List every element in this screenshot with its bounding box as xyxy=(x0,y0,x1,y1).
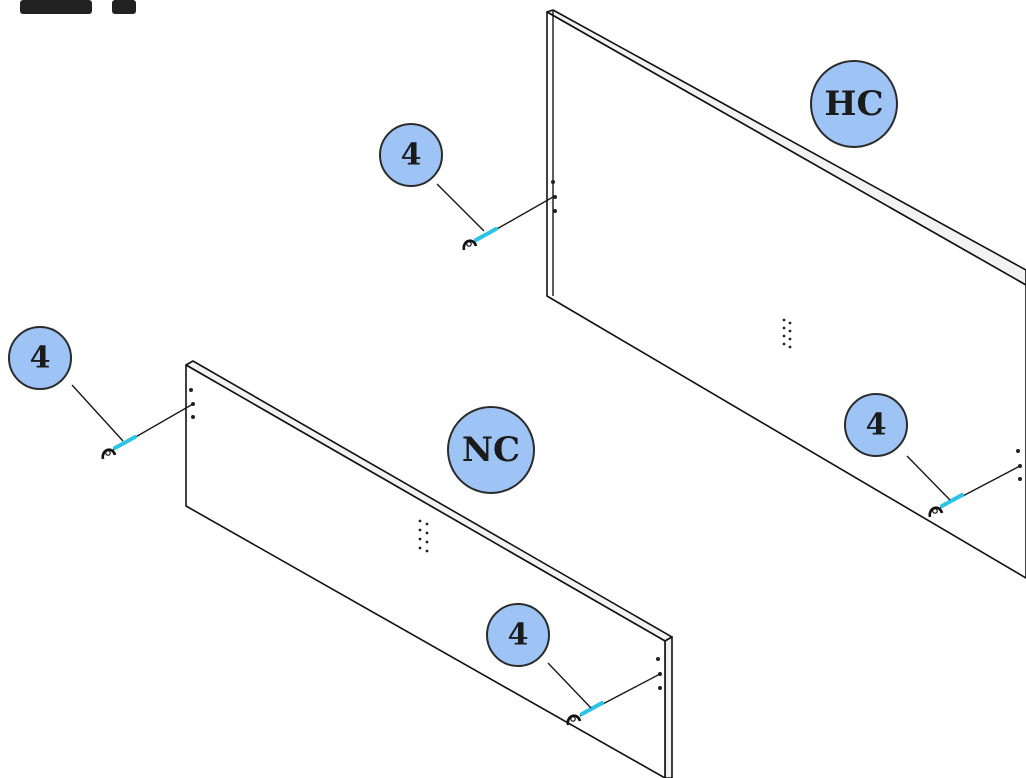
panel-nc-label-badge: NC xyxy=(447,406,535,494)
panel-nc: NC xyxy=(185,360,673,778)
fastener-hc-left-badge-circle xyxy=(379,123,443,187)
fastener-hc-left-cam-lock xyxy=(462,239,478,251)
panel-nc-center-holes xyxy=(418,519,429,553)
panel-nc-face xyxy=(185,364,666,778)
fastener-hc-right-callout-line xyxy=(906,455,951,501)
fastener-hc-right-dowel xyxy=(940,493,964,508)
fastener-hc-right-quantity: 4 xyxy=(866,408,887,443)
fastener-nc-left: 4 xyxy=(8,326,194,460)
cropped-step-marker xyxy=(20,0,136,14)
fastener-hc-right-badge-circle xyxy=(844,393,908,457)
fastener-nc-left-quantity: 4 xyxy=(30,341,51,376)
fastener-hc-left-callout-line xyxy=(436,183,485,232)
fastener-nc-left-dowel xyxy=(113,435,137,450)
panel-hc: HC xyxy=(546,9,1026,579)
fastener-nc-right-cam-lock xyxy=(566,714,582,726)
fastener-nc-right-quantity: 4 xyxy=(508,618,529,653)
fastener-nc-right-badge-circle xyxy=(486,603,550,667)
fastener-nc-right-dowel xyxy=(580,701,604,716)
panel-hc-center-holes xyxy=(782,318,792,349)
panel-nc-left-edge-holes xyxy=(189,388,195,419)
panel-hc-face xyxy=(546,11,1026,579)
panel-hc-badge-circle xyxy=(810,60,898,148)
fastener-nc-right: 4 xyxy=(486,603,661,726)
fastener-hc-right-cam-lock xyxy=(928,506,944,518)
panel-hc-left-edge-holes xyxy=(551,180,557,213)
fastener-nc-left-cam-lock xyxy=(101,448,117,460)
panel-nc-badge-circle xyxy=(447,406,535,494)
fastener-nc-right-callout-line xyxy=(547,662,592,709)
fastener-hc-right: 4 xyxy=(844,393,1021,518)
fastener-hc-left-quantity: 4 xyxy=(401,138,422,173)
fastener-hc-left-dowel xyxy=(474,227,498,242)
fastener-nc-left-callout-line xyxy=(71,384,124,442)
fastener-hc-left: 4 xyxy=(379,123,554,251)
fastener-nc-left-badge-circle xyxy=(8,326,72,390)
panel-nc-label: NC xyxy=(462,430,520,470)
panel-nc-side-edge xyxy=(664,636,673,778)
panel-hc-label-badge: HC xyxy=(810,60,898,148)
panel-hc-label: HC xyxy=(824,84,883,124)
